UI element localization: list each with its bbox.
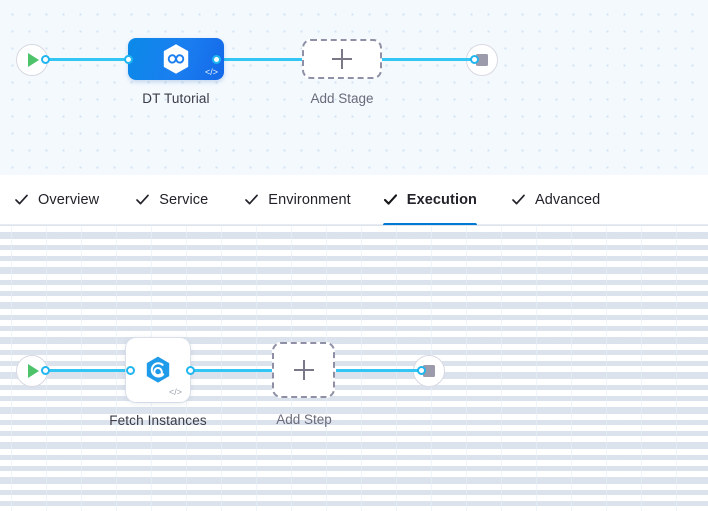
add-stage-button[interactable] xyxy=(302,39,382,79)
step-node-output-port[interactable] xyxy=(186,366,195,375)
stage-end-port[interactable] xyxy=(470,55,479,64)
wire-stage-to-add xyxy=(216,58,306,61)
check-icon xyxy=(135,192,150,207)
wire-fetch-to-add-step xyxy=(190,369,272,372)
tab-overview-label: Overview xyxy=(38,191,100,208)
step-start-port[interactable] xyxy=(41,366,50,375)
step-node-label: Fetch Instances xyxy=(109,413,207,428)
check-icon xyxy=(383,192,398,207)
check-icon xyxy=(14,192,29,207)
tab-overview[interactable]: Overview xyxy=(14,175,99,225)
wire-step-start-to-fetch xyxy=(44,369,132,372)
stage-code-badge[interactable]: </> xyxy=(204,67,218,77)
check-icon xyxy=(511,192,526,207)
plus-icon xyxy=(293,360,314,380)
stop-icon xyxy=(423,365,435,377)
play-icon xyxy=(28,53,39,67)
tab-advanced-label: Advanced xyxy=(535,191,601,208)
add-stage-label: Add Stage xyxy=(310,91,374,106)
stage-config-tabs[interactable]: Overview Service Environment Execution xyxy=(0,175,708,226)
stage-node-output-port[interactable] xyxy=(212,55,221,64)
step-node-input-port[interactable] xyxy=(126,366,135,375)
tab-execution-label: Execution xyxy=(406,191,477,208)
tab-environment[interactable]: Environment xyxy=(244,175,351,225)
add-step-button[interactable] xyxy=(272,342,335,398)
step-end-port[interactable] xyxy=(417,366,426,375)
wire-start-to-stage xyxy=(44,58,130,61)
stage-node-label: DT Tutorial xyxy=(142,91,210,106)
tab-execution[interactable]: Execution xyxy=(382,175,478,226)
stage-start-port[interactable] xyxy=(41,55,50,64)
tab-service[interactable]: Service xyxy=(135,175,208,225)
stage-node-dt-tutorial[interactable]: </> xyxy=(128,38,224,80)
stop-icon xyxy=(476,54,488,66)
add-step-label: Add Step xyxy=(276,412,332,427)
hexagon-swirl-icon xyxy=(143,355,173,385)
step-code-badge[interactable]: </> xyxy=(168,387,182,397)
execution-step-canvas[interactable]: </> Fetch Instances Add Step xyxy=(0,225,708,511)
wire-add-step-to-end xyxy=(336,369,420,372)
pipeline-stage-canvas[interactable]: </> DT Tutorial Add Stage xyxy=(0,0,708,175)
tab-environment-label: Environment xyxy=(268,191,351,208)
tab-advanced[interactable]: Advanced xyxy=(511,175,600,225)
stage-node-input-port[interactable] xyxy=(124,55,133,64)
check-icon xyxy=(244,192,259,207)
step-node-fetch-instances[interactable]: </> xyxy=(126,338,190,402)
play-icon xyxy=(28,364,39,378)
tab-service-label: Service xyxy=(159,191,209,208)
plus-icon xyxy=(332,49,352,69)
harness-hexagon-infinity-icon xyxy=(159,42,193,76)
wire-add-to-end xyxy=(378,58,474,61)
